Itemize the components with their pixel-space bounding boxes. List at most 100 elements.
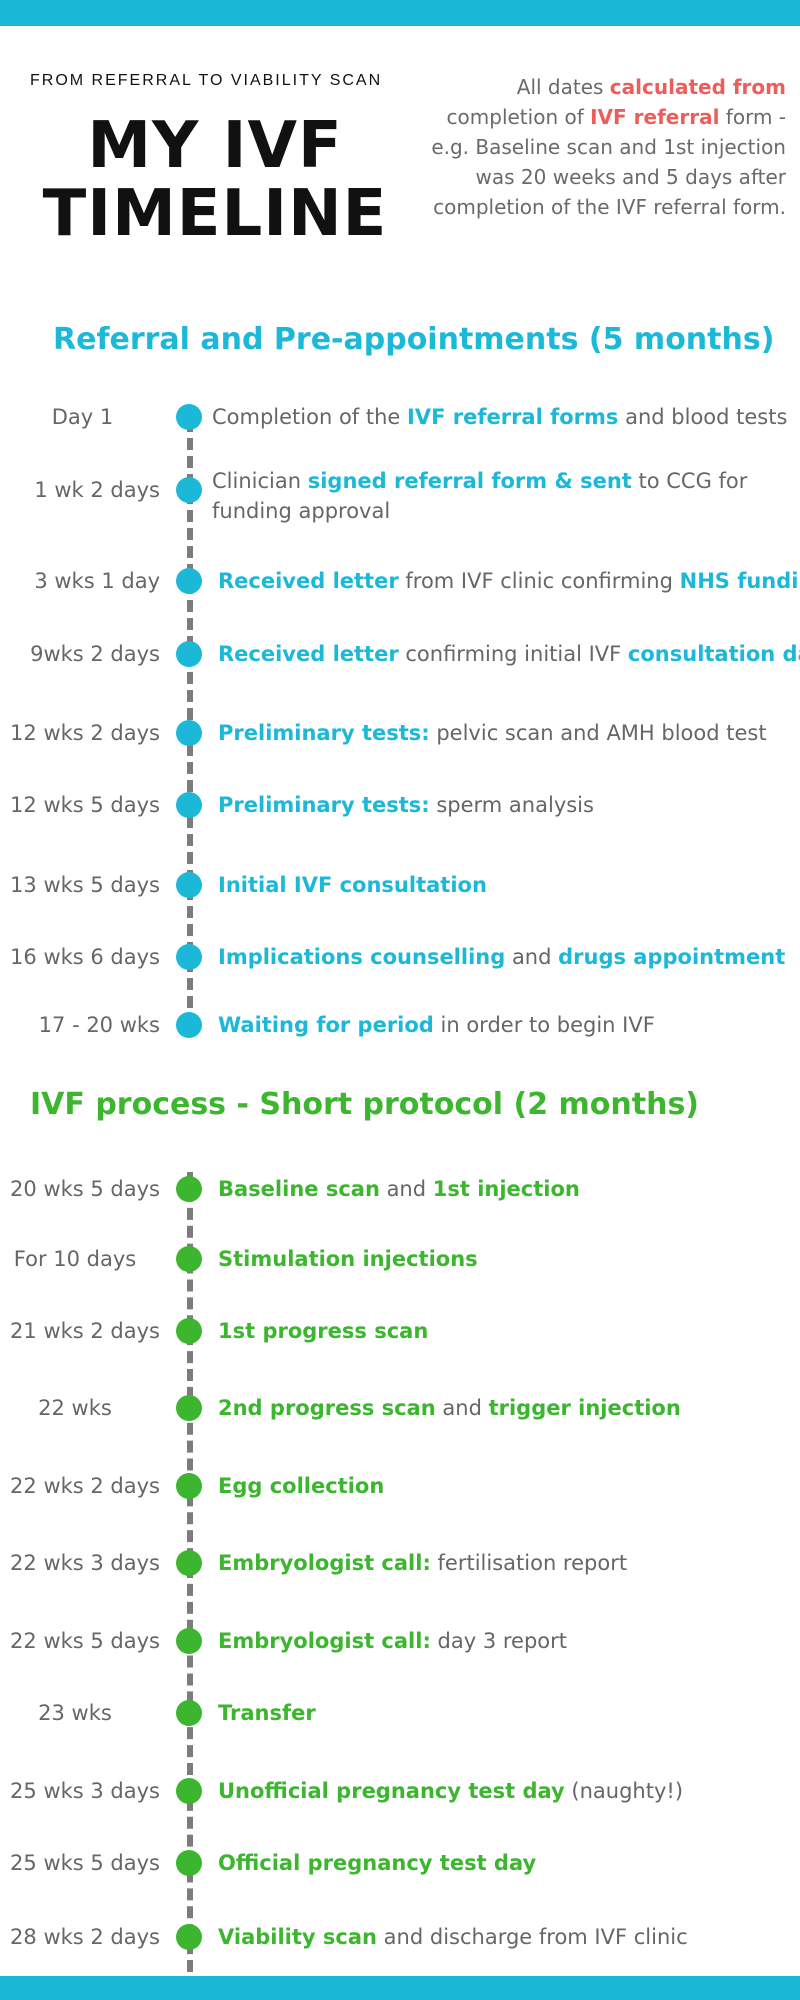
page-title: MY IVF TIMELINE (30, 112, 400, 248)
timeline-description: Egg collection (218, 1471, 800, 1501)
description-text: and blood tests (618, 405, 788, 429)
timeline-row: Day 1 Completion of the IVF referral form… (0, 404, 800, 430)
timeline-dot (176, 944, 202, 970)
timeline-date-label: 22 wks 2 days (10, 1474, 160, 1498)
bottom-accent-bar (0, 1976, 800, 2000)
description-highlight: 1st injection (432, 1177, 580, 1201)
description-highlight: Waiting for period (218, 1013, 434, 1037)
timeline-dot (176, 1246, 202, 1272)
timeline-row: For 10 days Stimulation injections (0, 1246, 800, 1272)
timeline-description: Preliminary tests: pelvic scan and AMH b… (218, 718, 800, 748)
note-text: form - e.g. Baseline scan and 1st inject… (431, 105, 786, 219)
description-highlight: Official pregnancy test day (218, 1851, 537, 1875)
section-title-ivf-process: IVF process - Short protocol (2 months) (30, 1087, 700, 1122)
description-highlight: IVF referral forms (407, 405, 619, 429)
timeline-description: Embryologist call: fertilisation report (218, 1548, 800, 1578)
title-line-1: MY IVF (87, 109, 343, 183)
timeline-date-label: 16 wks 6 days (10, 945, 160, 969)
timeline-dot (176, 872, 202, 898)
timeline-row: 28 wks 2 days Viability scan and discharg… (0, 1924, 800, 1950)
description-highlight: 2nd progress scan (218, 1396, 436, 1420)
timeline-dot (176, 477, 202, 503)
timeline-date-label: 20 wks 5 days (10, 1177, 160, 1201)
description-highlight: 1st progress scan (218, 1319, 429, 1343)
description-text: pelvic scan and AMH blood test (429, 721, 767, 745)
description-text: confirming initial IVF (398, 642, 628, 666)
description-highlight: Implications counselling (218, 945, 506, 969)
description-highlight: Transfer (218, 1701, 316, 1725)
timeline-dot (176, 720, 202, 746)
timeline-description: Official pregnancy test day (218, 1848, 800, 1878)
timeline-description: 2nd progress scan and trigger injection (218, 1393, 800, 1423)
timeline-row: 25 wks 5 days Official pregnancy test day (0, 1850, 800, 1876)
section-title-referral: Referral and Pre-appointments (5 months) (53, 322, 775, 357)
description-text: from IVF clinic confirming (398, 569, 680, 593)
timeline-date-label: 9wks 2 days (30, 642, 160, 666)
timeline-date-label: 25 wks 5 days (10, 1851, 160, 1875)
timeline-date-label: 1 wk 2 days (34, 478, 160, 502)
timeline-row: 22 wks 2 days Egg collection (0, 1473, 800, 1499)
description-text: and (505, 945, 559, 969)
description-highlight: Stimulation injections (218, 1247, 478, 1271)
timeline-date-label: 23 wks (38, 1701, 112, 1725)
timeline-description: Embryologist call: day 3 report (218, 1626, 800, 1656)
timeline-date-label: For 10 days (13, 1247, 137, 1271)
timeline-description: Waiting for period in order to begin IVF (218, 1010, 800, 1040)
timeline-dot (176, 1924, 202, 1950)
timeline-date-label: 25 wks 3 days (10, 1779, 160, 1803)
note-highlight: calculated from (609, 75, 786, 99)
timeline-row: 20 wks 5 days Baseline scan and 1st injec… (0, 1176, 800, 1202)
timeline-row: 1 wk 2 days Clinician signed referral for… (0, 469, 800, 523)
timeline-date-label: 28 wks 2 days (10, 1925, 160, 1949)
timeline-description: Completion of the IVF referral forms and… (212, 402, 800, 432)
description-highlight: signed referral form & sent (307, 469, 632, 493)
note-highlight: IVF referral (590, 105, 720, 129)
description-highlight: Egg collection (218, 1474, 385, 1498)
note-text: All dates (516, 75, 610, 99)
description-text: day 3 report (430, 1629, 568, 1653)
description-text: Clinician (212, 469, 308, 493)
timeline-date-label: 12 wks 5 days (10, 793, 160, 817)
description-highlight: trigger injection (488, 1396, 681, 1420)
description-highlight: NHS funding (679, 569, 800, 593)
top-accent-bar (0, 0, 800, 26)
timeline-date-label: 12 wks 2 days (10, 721, 160, 745)
title-line-2: TIMELINE (42, 177, 388, 251)
timeline-dot (176, 568, 202, 594)
timeline-dot (176, 404, 202, 430)
description-highlight: consultation date (627, 642, 800, 666)
timeline-description: Baseline scan and 1st injection (218, 1174, 800, 1204)
timeline-description: Implications counselling and drugs appoi… (218, 942, 800, 972)
timeline-date-label: Day 1 (51, 405, 114, 429)
timeline-description: Preliminary tests: sperm analysis (218, 790, 800, 820)
timeline-description: Initial IVF consultation (218, 870, 800, 900)
description-text: and (379, 1177, 433, 1201)
timeline-dot (176, 1176, 202, 1202)
timeline-description: Viability scan and discharge from IVF cl… (218, 1922, 800, 1952)
description-text: fertilisation report (430, 1551, 628, 1575)
description-text: Completion of the (212, 405, 408, 429)
description-text: in order to begin IVF (433, 1013, 655, 1037)
timeline-row: 13 wks 5 days Initial IVF consultation (0, 872, 800, 898)
description-highlight: Preliminary tests: (218, 721, 430, 745)
timeline-description: Stimulation injections (218, 1244, 800, 1274)
timeline-dot (176, 792, 202, 818)
description-highlight: Initial IVF consultation (218, 873, 487, 897)
timeline-dot (176, 1473, 202, 1499)
timeline-row: 16 wks 6 days Implications counselling an… (0, 944, 800, 970)
timeline-dot (176, 1700, 202, 1726)
timeline-dot (176, 1395, 202, 1421)
description-highlight: Embryologist call: (218, 1629, 431, 1653)
timeline-date-label: 13 wks 5 days (10, 873, 160, 897)
timeline-dot (176, 1778, 202, 1804)
timeline-dot (176, 1628, 202, 1654)
timeline-description: Clinician signed referral form & sent to… (212, 466, 752, 526)
dates-note: All dates calculated from completion of … (420, 72, 786, 222)
note-text: completion of (446, 105, 591, 129)
